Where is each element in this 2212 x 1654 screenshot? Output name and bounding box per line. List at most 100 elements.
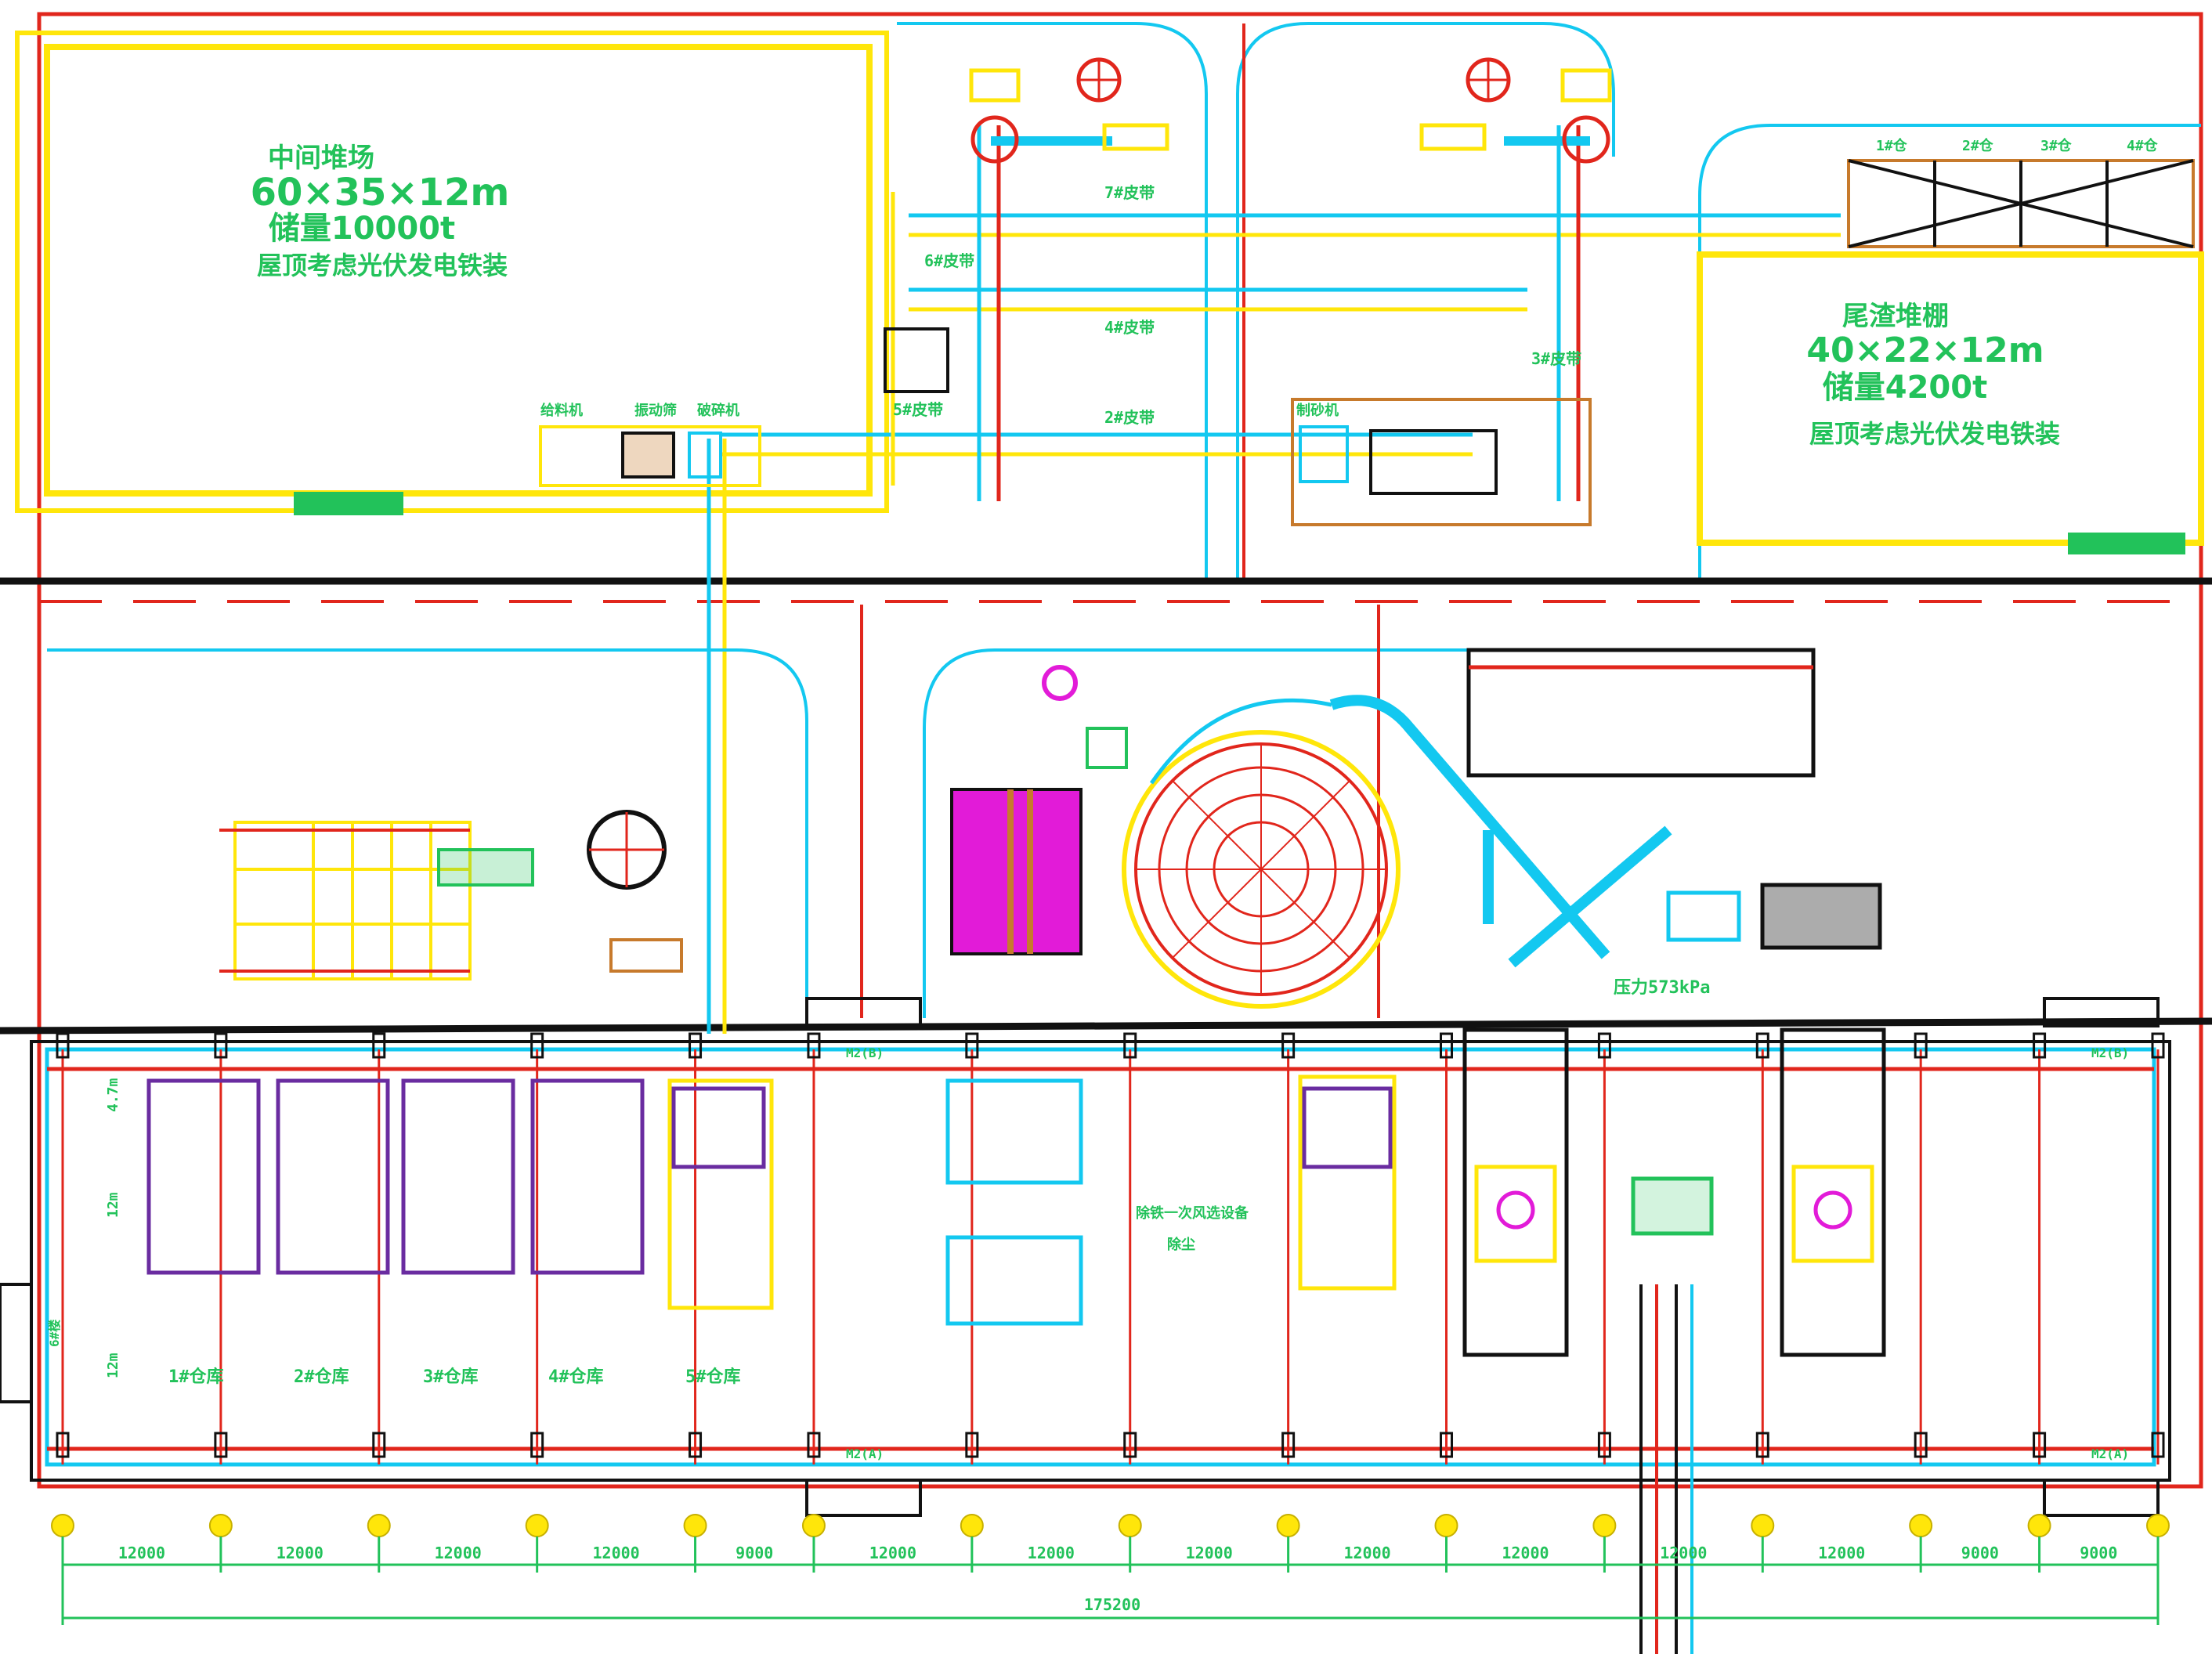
dimension-label: 12000 bbox=[1186, 1544, 1233, 1562]
middle-labels: 压力573kPa bbox=[1614, 978, 1710, 998]
dimension-label: 9000 bbox=[736, 1544, 773, 1562]
dimension-ticks: 12000 12000 12000 12000 9000 12000 12000 12000 1… bbox=[51, 1514, 2170, 1573]
dimension-label: 12000 bbox=[1660, 1544, 1707, 1562]
storage-north-left: 中间堆场 60×35×12m 储量10000t 屋顶考虑光伏发电铁装 bbox=[251, 143, 510, 515]
column-base bbox=[2151, 1032, 2165, 1059]
screen-label: 振动筛 bbox=[634, 402, 677, 419]
conveyor-5-label: 5#皮带 bbox=[893, 400, 943, 419]
axis-bubble bbox=[1276, 1514, 1300, 1537]
column-base bbox=[1914, 1432, 1928, 1458]
storage-left-title: 中间堆场 bbox=[268, 143, 374, 174]
column-base bbox=[372, 1432, 386, 1458]
axis-bubble bbox=[367, 1514, 391, 1537]
column-base bbox=[1123, 1032, 1137, 1059]
column-base bbox=[530, 1032, 544, 1059]
dust-collector bbox=[1329, 648, 1882, 968]
storage-left-size: 60×35×12m bbox=[251, 171, 510, 215]
axis-bubble bbox=[525, 1514, 549, 1537]
dimension-label: 12000 bbox=[1502, 1544, 1549, 1562]
pressure-label: 压力573kPa bbox=[1614, 978, 1710, 998]
tailing-bin-2: 2#仓 bbox=[1962, 137, 1994, 154]
column-base bbox=[807, 1032, 821, 1059]
screening-grid bbox=[219, 810, 683, 980]
column-base bbox=[2033, 1032, 2047, 1059]
dimension-label: 12000 bbox=[592, 1544, 639, 1562]
column-base bbox=[1281, 1032, 1296, 1059]
column-base bbox=[56, 1432, 70, 1458]
north-cyclones bbox=[969, 57, 1612, 164]
column-base bbox=[530, 1432, 544, 1458]
column-base bbox=[56, 1032, 70, 1059]
sand-machine-label: 制砂机 bbox=[1296, 402, 1339, 419]
dimension-label: 12000 bbox=[435, 1544, 482, 1562]
axis-bubble bbox=[683, 1514, 707, 1537]
axis-bubble bbox=[801, 1514, 826, 1537]
axis-bubble bbox=[2146, 1514, 2170, 1537]
north-labels: 7#皮带 6#皮带 4#皮带 3#皮带 2#皮带 5#皮带 给料机 振动筛 破碎… bbox=[540, 137, 2159, 427]
conveyor-7-label: 7#皮带 bbox=[1104, 183, 1155, 202]
bay-5-label: 5#仓库 bbox=[685, 1367, 741, 1387]
axis-bubble bbox=[1118, 1514, 1142, 1537]
axis-bubble bbox=[1909, 1514, 1933, 1537]
column-base bbox=[214, 1032, 228, 1059]
column-base bbox=[965, 1432, 979, 1458]
rotary-dryer bbox=[950, 665, 1128, 955]
exit-pipes bbox=[1639, 1284, 1693, 1654]
dimension-label: 12000 bbox=[276, 1544, 323, 1562]
workshop bbox=[0, 997, 2171, 1517]
tailing-bin-3: 3#仓 bbox=[2040, 137, 2073, 154]
bay-1-label: 1#仓库 bbox=[168, 1367, 224, 1387]
dimension-label: 12000 bbox=[1818, 1544, 1865, 1562]
column-base bbox=[372, 1032, 386, 1059]
column-base bbox=[1281, 1432, 1296, 1458]
storage-left-capacity: 储量10000t bbox=[269, 211, 455, 247]
storage-right-gate bbox=[2068, 533, 2185, 554]
grid-label-b: M2(A) bbox=[846, 1446, 884, 1461]
column-base bbox=[1914, 1032, 1928, 1059]
dimension-label: 12000 bbox=[1343, 1544, 1390, 1562]
grid-label-a: M2(B) bbox=[846, 1045, 884, 1060]
column-base bbox=[1755, 1032, 1769, 1059]
feeder-label: 给料机 bbox=[540, 402, 583, 419]
axis-bubble bbox=[1592, 1514, 1617, 1537]
column-base bbox=[1440, 1432, 1454, 1458]
column-base bbox=[689, 1432, 703, 1458]
dimension-chain: 12000 12000 12000 12000 9000 12000 12000 12000 1… bbox=[51, 1514, 2170, 1625]
site-boundary bbox=[15, 12, 2204, 1489]
middle-boundaries bbox=[47, 605, 1473, 1018]
axis-bubble bbox=[1751, 1514, 1775, 1537]
dust-label: 除尘 bbox=[1167, 1236, 1195, 1253]
side-label: 6#楼 bbox=[47, 1320, 62, 1347]
storage-right-note: 屋顶考虑光伏发电铁装 bbox=[1809, 419, 2060, 449]
storage-north-right: 尾渣堆棚 40×22×12m 储量4200t 屋顶考虑光伏发电铁装 bbox=[1806, 301, 2185, 554]
dimension-label: 12000 bbox=[869, 1544, 916, 1562]
column-base bbox=[965, 1032, 979, 1059]
axis-bubble bbox=[208, 1514, 233, 1537]
dimension-label: 9000 bbox=[2080, 1544, 2117, 1562]
axis-bubble bbox=[51, 1514, 74, 1537]
axis-bubble bbox=[2027, 1514, 2051, 1537]
grid-label-d: M2(A) bbox=[2091, 1446, 2129, 1461]
bay-3-label: 3#仓库 bbox=[423, 1367, 479, 1387]
crusher-label: 破碎机 bbox=[697, 402, 739, 419]
conveyor-6-label: 6#皮带 bbox=[924, 251, 974, 270]
thickener bbox=[1122, 698, 1401, 1009]
tailing-bin-4: 4#仓 bbox=[2127, 137, 2159, 154]
axis-bubble bbox=[1434, 1514, 1458, 1537]
column-base bbox=[214, 1432, 228, 1458]
height-3-label: 12m bbox=[105, 1352, 121, 1378]
height-1-label: 4.7m bbox=[105, 1078, 121, 1112]
column-base bbox=[1440, 1032, 1454, 1059]
mills bbox=[1462, 1027, 1886, 1357]
workshop-labels: 1#仓库 2#仓库 3#仓库 4#仓库 5#仓库 除铁一次风选设备 除尘 4.7… bbox=[47, 1045, 2129, 1461]
height-2-label: 12m bbox=[105, 1192, 121, 1218]
grid-label-c: M2(B) bbox=[2091, 1045, 2129, 1060]
dimension-label: 12000 bbox=[118, 1544, 165, 1562]
dimension-label: 12000 bbox=[1028, 1544, 1075, 1562]
column-base bbox=[689, 1032, 703, 1059]
conveyor-3-label: 3#皮带 bbox=[1531, 349, 1581, 368]
tailing-bin-1: 1#仓 bbox=[1876, 137, 1908, 154]
storage-left-note: 屋顶考虑光伏发电铁装 bbox=[257, 251, 508, 280]
column-base bbox=[2033, 1432, 2047, 1458]
